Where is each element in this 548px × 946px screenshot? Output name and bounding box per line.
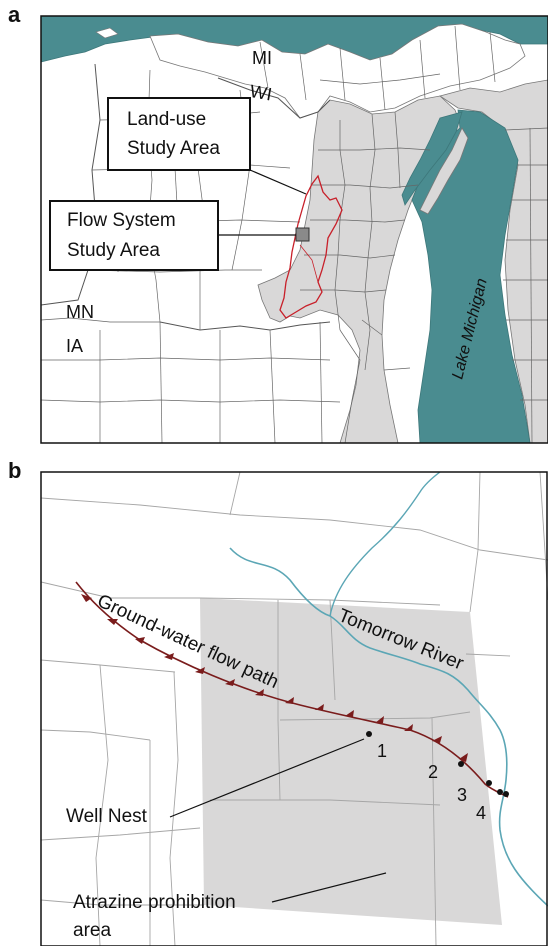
land-use-callout-line2: Study Area: [127, 138, 220, 159]
state-label-ia: IA: [66, 336, 83, 356]
tomorrow-river: [229, 547, 548, 907]
well-dot-3: [486, 780, 492, 786]
lake-island: [95, 27, 119, 39]
land-use-callout-leader: [249, 169, 307, 195]
land-use-callout: Land-use Study Area: [107, 97, 251, 171]
michigan-upper-peninsula: [149, 23, 526, 119]
well-label-1: 1: [377, 741, 387, 761]
land-use-study-area-outline: [279, 174, 343, 319]
panel-a-border: [40, 15, 548, 444]
tomorrow-river-tributary: [329, 472, 441, 617]
green-bay: [401, 111, 463, 206]
atrazine-label-line1: Atrazine prohibition: [73, 892, 236, 913]
study-area-interior-line: [299, 244, 319, 283]
state-label-mn: MN: [66, 302, 94, 322]
panel-b-letter: b: [8, 458, 22, 483]
ground-water-flow-path: [75, 581, 509, 798]
flow-system-callout-line2: Study Area: [67, 240, 160, 261]
panel-b-border: [40, 471, 548, 946]
well-dot-1: [366, 731, 372, 737]
atrazine-label-line2: area: [73, 920, 111, 941]
well-nest-markers: [366, 731, 509, 797]
state-label-mi: MI: [252, 48, 272, 68]
flow-system-study-area-marker: [295, 227, 310, 242]
mi-wi-boundary: [217, 77, 331, 119]
well-label-3: 3: [457, 785, 467, 805]
atrazine-leader: [271, 872, 387, 903]
well-label-2: 2: [428, 762, 438, 782]
flow-direction-arrows: [81, 594, 468, 762]
atrazine-prohibition-area: [200, 598, 502, 925]
well-nest-leader: [169, 738, 365, 818]
well-label-4: 4: [476, 803, 486, 823]
well-nest-label: Well Nest: [66, 806, 148, 827]
flow-system-callout: Flow System Study Area: [49, 200, 219, 271]
door-peninsula: [419, 127, 469, 215]
well-dot-4b: [503, 791, 509, 797]
panel-a-letter: a: [8, 2, 21, 27]
state-label-wi: WI: [248, 81, 273, 105]
flow-system-callout-line1: Flow System: [67, 210, 176, 231]
land-use-callout-line1: Land-use: [127, 109, 206, 130]
well-dot-2: [458, 761, 464, 767]
ia-wi-boundary: [159, 321, 331, 331]
well-dot-4a: [497, 789, 503, 795]
